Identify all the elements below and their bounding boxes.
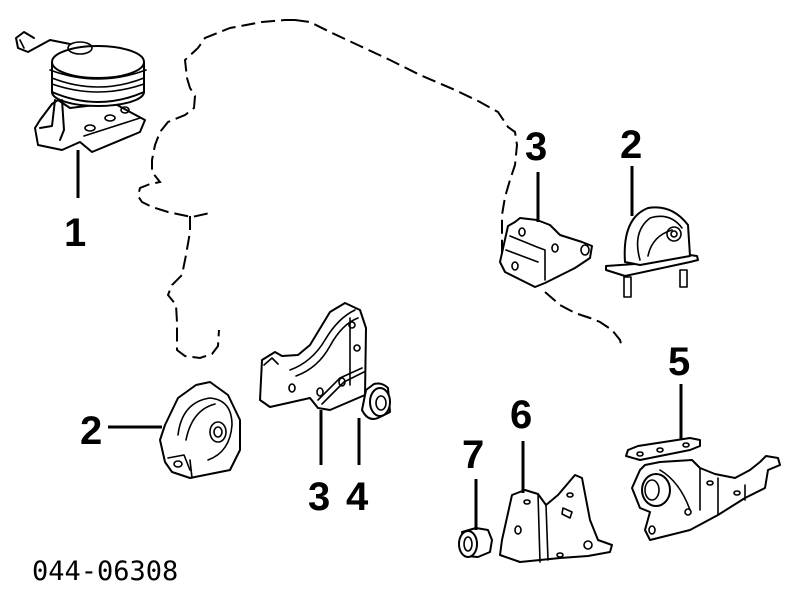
callout-4[interactable]: 4 xyxy=(346,475,369,519)
reference-code: 044-06308 xyxy=(32,556,178,587)
engine-outline xyxy=(136,19,623,360)
part-6-bracket[interactable] xyxy=(499,474,613,563)
part-2-top-insulator[interactable] xyxy=(605,206,699,298)
callout-1[interactable]: 1 xyxy=(64,211,86,255)
part-4-bushing[interactable] xyxy=(361,382,391,420)
callout-3-bottom[interactable]: 3 xyxy=(308,475,330,519)
part-7-bushing[interactable] xyxy=(458,527,493,558)
callout-5[interactable]: 5 xyxy=(668,340,690,384)
callout-3-top[interactable]: 3 xyxy=(525,125,547,169)
callout-7[interactable]: 7 xyxy=(462,433,484,477)
callout-6[interactable]: 6 xyxy=(510,393,532,437)
part-3-center-bracket[interactable] xyxy=(259,302,367,411)
part-1-upper-mount[interactable] xyxy=(15,31,147,153)
callout-2-left[interactable]: 2 xyxy=(80,409,102,453)
part-5-side-mount[interactable] xyxy=(625,437,781,541)
callout-2-top[interactable]: 2 xyxy=(620,123,642,167)
part-3-top-bracket[interactable] xyxy=(499,217,593,288)
part-2-left-insulator[interactable] xyxy=(159,381,241,479)
